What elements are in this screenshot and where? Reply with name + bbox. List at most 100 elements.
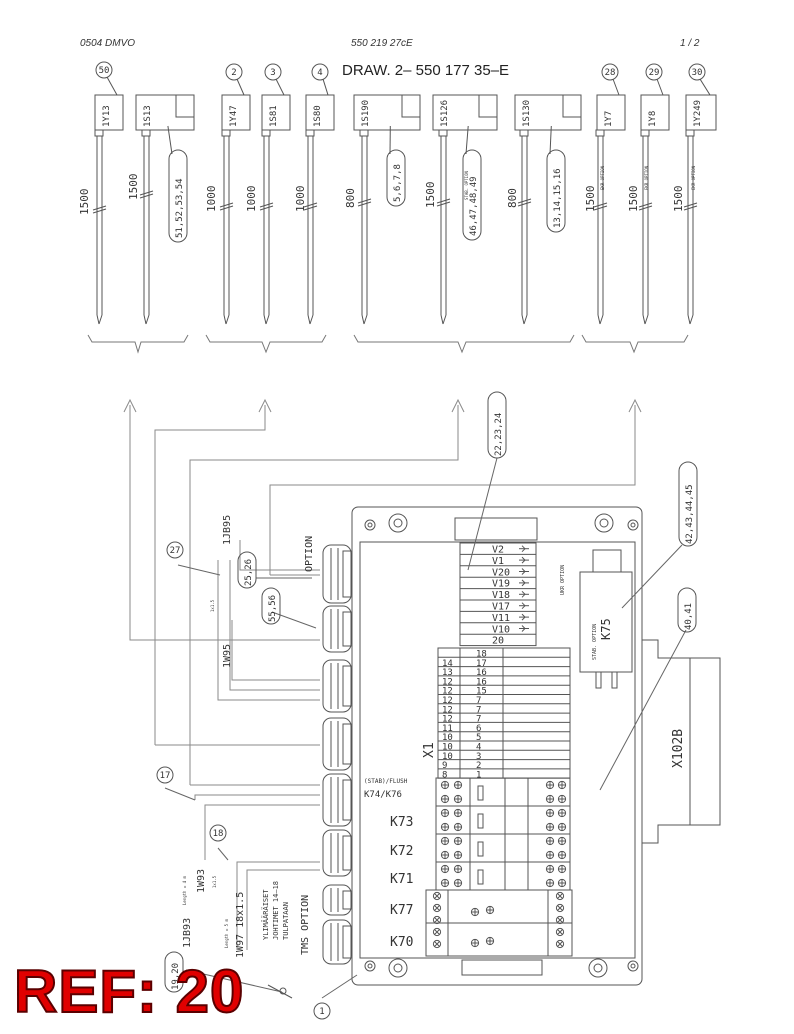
gland-6 [322, 829, 352, 877]
terminal-left-label: 12 [442, 696, 453, 706]
terminal-v19: V19 [492, 579, 510, 590]
screw-k-right-3 [555, 927, 565, 937]
length-label: 1500 [127, 174, 140, 201]
length-label: 1500 [627, 186, 640, 213]
label-k75-note: STAB. OPTION [592, 624, 598, 660]
component-label: 1S80 [313, 105, 323, 127]
screw-k-right-2 [555, 915, 565, 925]
callout-leaders [164, 457, 687, 999]
screw-k-left-3 [432, 927, 442, 937]
break-mark [219, 205, 234, 211]
relay-slot-2 [477, 841, 484, 857]
bubble-number: 28 [605, 68, 616, 78]
callout-leader [465, 125, 469, 155]
callout-25: 25,26 [244, 559, 254, 586]
enclosure-texts: OPTION TMS OPTION X1 (STAB)/FLUSH K74/K7… [300, 536, 686, 955]
callout-bubble [462, 149, 482, 241]
component-tab [562, 94, 582, 118]
cable-1w97: 1W97 18x1.5 [235, 892, 246, 958]
cable-1w93: 1W93 [196, 869, 207, 893]
bubble-leader [656, 78, 664, 96]
diode-head [521, 613, 526, 621]
component-body [640, 94, 670, 131]
callout-text: 5,6,7,8 [393, 164, 403, 202]
connector-stub [261, 129, 271, 137]
connector-stub [94, 129, 104, 137]
callout-bubble [386, 149, 406, 207]
wire-end [225, 314, 230, 325]
terminal-right-label: 7 [476, 715, 481, 725]
gland-3 [322, 659, 352, 713]
screw-k-right-1 [555, 903, 565, 913]
wire-end [521, 314, 525, 325]
page-number: 1 / 2 [680, 38, 700, 49]
terminal-right-label: 5 [476, 733, 481, 743]
bubble [95, 61, 113, 79]
break-mark [638, 205, 653, 211]
component-label: 1Y249 [693, 100, 703, 127]
connector-stub [519, 129, 529, 137]
break-mark [517, 201, 532, 207]
terminal-right-label: 7 [476, 696, 481, 706]
label-k72: K72 [390, 844, 413, 859]
break-mark [517, 198, 532, 204]
break-mark [259, 205, 274, 211]
break-mark [259, 202, 274, 208]
component-body [305, 94, 335, 131]
terminal-right-label: 16 [476, 668, 487, 678]
label-k70: K70 [390, 935, 413, 950]
cable-1w97-length: Length = 5 m [224, 919, 229, 948]
wire-end [143, 314, 147, 325]
wire-stub [267, 984, 293, 999]
terminal-right-label: 4 [476, 743, 481, 753]
gland-nut [342, 665, 353, 707]
gland-nut [342, 779, 353, 821]
length-label: 800 [506, 188, 519, 208]
bubble-number: 30 [692, 68, 703, 78]
relay-slot-0 [477, 785, 484, 801]
note-fi-2: JOHTIMET 14–18 [272, 881, 280, 940]
callout-40: 40,41 [684, 603, 694, 630]
note-stab-option: STAB. OPTION [464, 171, 469, 200]
bubble [225, 63, 243, 81]
bubble-number: 50 [99, 66, 110, 76]
terminal-left-label: 14 [442, 659, 453, 669]
bubble-leader [236, 78, 245, 96]
component-tab [478, 94, 498, 118]
bubble-number: 4 [317, 68, 322, 78]
gland-nut [342, 835, 353, 871]
label-k73: K73 [390, 815, 413, 830]
screw-k-left-4 [432, 939, 442, 949]
component-label: 1S130 [522, 100, 532, 127]
callout-text: 46,47,48,49 [469, 176, 479, 236]
callout-1: 1 [319, 1007, 324, 1017]
cable-texts: 1JB95 1x1.5 1W95 1W93 1JB93 Length = 4 m… [182, 515, 290, 958]
callout-text: 13,14,15,16 [553, 168, 563, 228]
label-tms: TMS OPTION [300, 895, 311, 955]
ref-label: REF: 20 [13, 958, 245, 1025]
screw-k-left-0-slot [434, 893, 440, 899]
cable-1w93-length: Length = 4 m [182, 876, 187, 905]
relay-terminal-screws [432, 780, 567, 949]
length-label: 800 [344, 188, 357, 208]
component-label: 1Y8 [648, 111, 658, 127]
wire-end [687, 314, 691, 325]
gland-nut [342, 890, 353, 910]
length-label: 1500 [78, 189, 91, 216]
gland-2 [322, 605, 352, 653]
component-1s130: 1S130 800 13,14,15,16 [506, 94, 582, 325]
break-mark [139, 190, 154, 196]
screw-k-right-0 [555, 891, 565, 901]
connector-stub [685, 129, 695, 137]
routing-lines [123, 398, 642, 950]
break-mark [593, 205, 608, 211]
length-label: 1500 [424, 182, 437, 209]
diode-head [521, 579, 526, 587]
screw-k-left-2 [432, 915, 442, 925]
wire-end [307, 314, 311, 325]
